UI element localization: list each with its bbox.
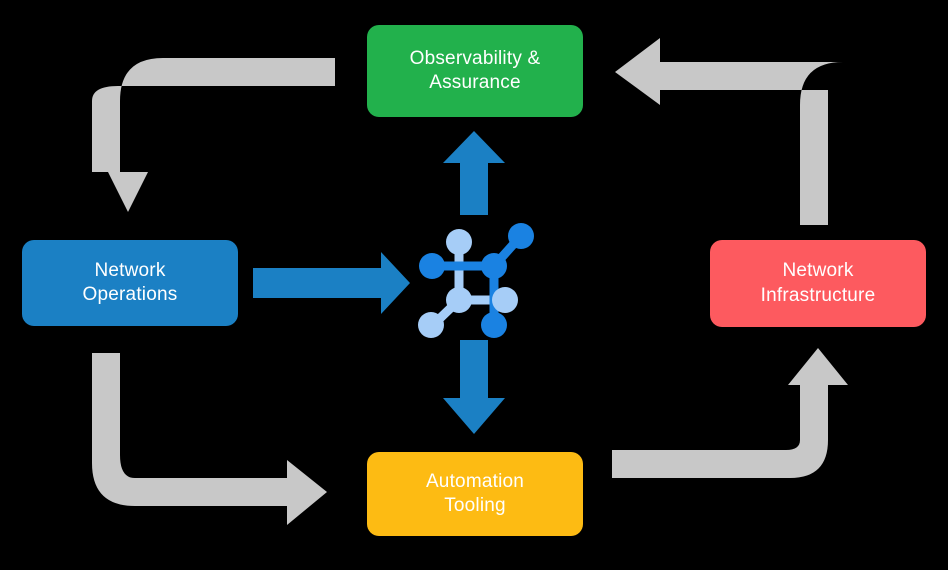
node-network-infrastructure-label: Network Infrastructure: [760, 260, 876, 306]
node-observability-label: Observability & Assurance: [409, 47, 541, 93]
arrow-operations-to-center: [253, 252, 410, 314]
arrow-automation-to-infrastructure: [612, 348, 848, 478]
node-network-operations-label: Network Operations: [82, 259, 178, 305]
arrow-center-to-automation: [443, 340, 505, 434]
node-network-infrastructure[interactable]: Network Infrastructure: [710, 240, 926, 327]
arrow-center-to-observability: [443, 131, 505, 215]
node-observability-assurance[interactable]: Observability & Assurance: [367, 25, 583, 117]
node-automation-tooling[interactable]: Automation Tooling: [367, 452, 583, 536]
network-icon-nodes-dark: [419, 223, 534, 338]
arrow-observability-to-operations: [92, 58, 335, 212]
network-icon-nodes-light: [418, 229, 518, 338]
node-network-operations[interactable]: Network Operations: [22, 240, 238, 326]
node-automation-tooling-label: Automation Tooling: [425, 470, 525, 516]
arrow-infrastructure-to-observability: [615, 38, 843, 225]
arrow-operations-to-automation: [92, 353, 327, 525]
